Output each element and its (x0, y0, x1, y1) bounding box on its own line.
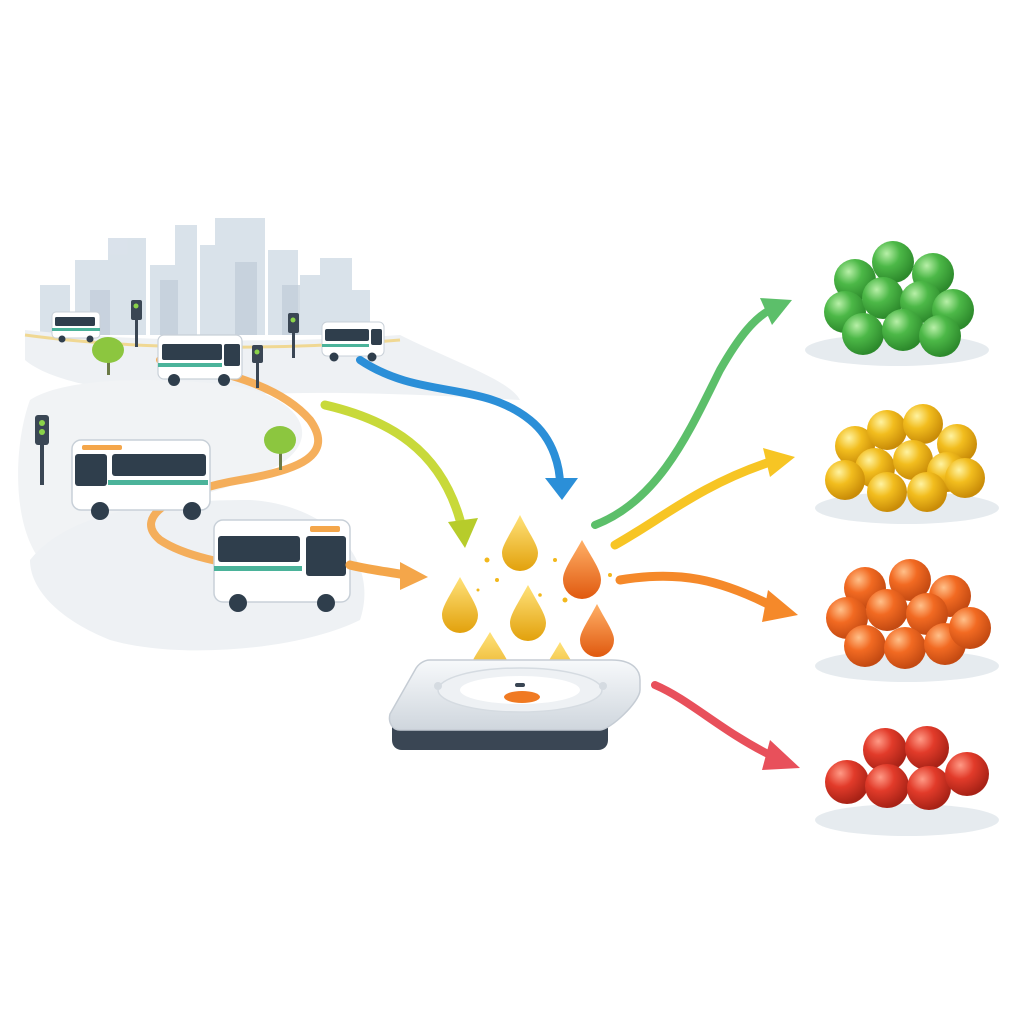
arrow-yellow (610, 457, 775, 550)
sphere (945, 752, 989, 796)
traffic-light-icon (288, 313, 299, 358)
arrow-lime (320, 400, 465, 525)
bus-icon (157, 334, 243, 386)
fuel-drop-icon (580, 604, 614, 657)
sphere-cluster-icon-red (815, 726, 999, 836)
cluster-shadow (815, 804, 999, 836)
tree-icon (264, 426, 296, 470)
sphere (867, 410, 907, 450)
sphere (905, 726, 949, 770)
sphere (903, 404, 943, 444)
sphere (889, 559, 931, 601)
sphere (949, 607, 991, 649)
sphere (919, 315, 961, 357)
sphere (907, 766, 951, 810)
sphere (825, 760, 869, 804)
bus-icon (213, 519, 351, 612)
fuel-drop-icon (442, 577, 478, 633)
traffic-light-icon (252, 345, 263, 388)
sphere (862, 277, 904, 319)
traffic-light-icon (131, 300, 142, 347)
bus-icon (71, 439, 211, 520)
bus-icon (321, 321, 385, 362)
cluster-shadow (815, 492, 999, 524)
sphere (825, 460, 865, 500)
sphere (893, 440, 933, 480)
sphere (844, 625, 886, 667)
sphere (866, 589, 908, 631)
fuel-drop-icon (502, 515, 538, 571)
city-scene (18, 218, 520, 651)
sphere (863, 728, 907, 772)
sphere-cluster-icon-green (805, 241, 989, 366)
sphere (867, 472, 907, 512)
fuel-drop-icon (510, 585, 546, 641)
sphere (865, 764, 909, 808)
arrow-blue (356, 356, 564, 489)
arrow-orange (615, 571, 775, 610)
city-skyline-icon (40, 218, 370, 335)
sphere-cluster-icon-orange (815, 559, 999, 682)
arrow-green (591, 306, 774, 529)
bus-icon (51, 311, 101, 343)
processing-plate-icon (388, 659, 641, 750)
traffic-light-icon (35, 415, 49, 485)
bus-route-line (147, 356, 323, 574)
outflow-arrows (591, 298, 800, 770)
tree-icon (92, 337, 124, 375)
sphere (945, 458, 985, 498)
inflow-arrows (320, 356, 578, 590)
sphere (842, 313, 884, 355)
sphere (872, 241, 914, 283)
sphere-clusters (805, 241, 999, 836)
fuel-drop-icon (563, 540, 601, 599)
sphere-cluster-icon-yellow (815, 404, 999, 524)
sphere (907, 472, 947, 512)
arrow-red (651, 681, 774, 759)
sphere (884, 627, 926, 669)
sphere (882, 309, 924, 351)
